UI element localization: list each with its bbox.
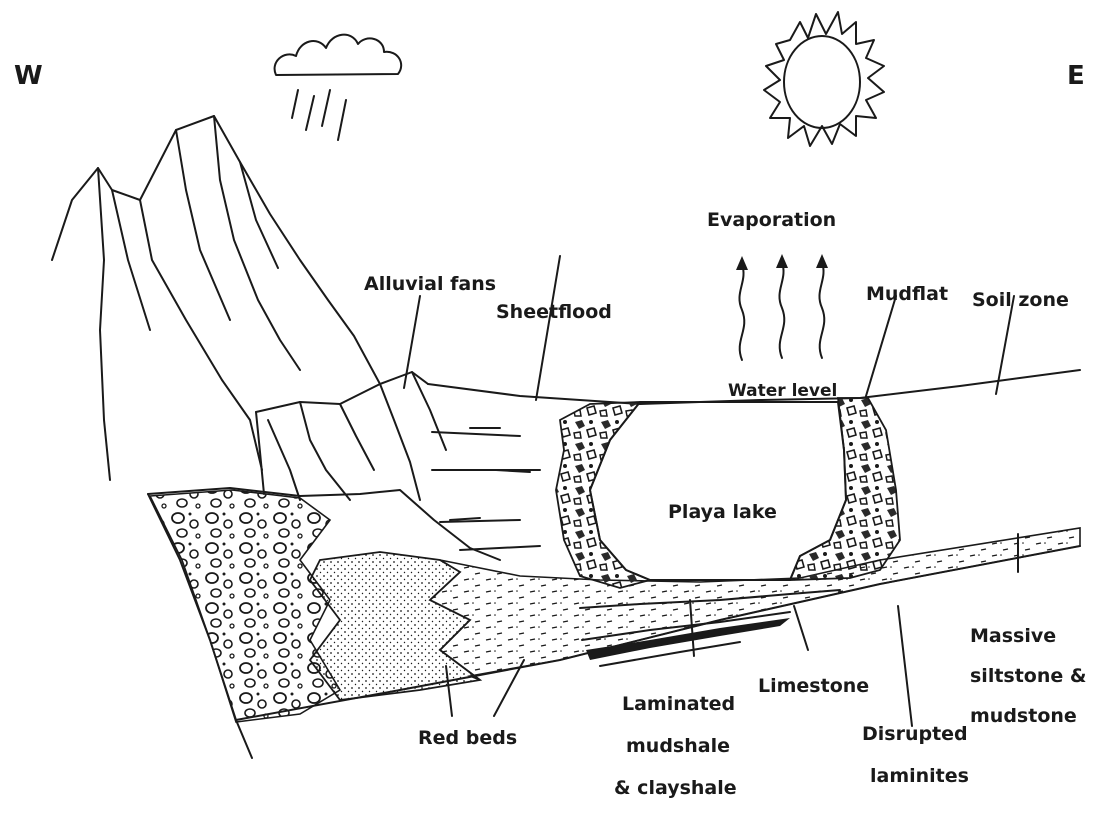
label-mudflat: Mudflat bbox=[866, 283, 948, 305]
label-limestone: Limestone bbox=[758, 675, 869, 697]
conglomerate-zone bbox=[150, 490, 340, 722]
alluvial-fans bbox=[256, 372, 446, 500]
lake-margin-west bbox=[556, 402, 650, 588]
label-massive-3: mudstone bbox=[970, 705, 1077, 727]
label-playa-lake: Playa lake bbox=[668, 501, 777, 523]
label-disrupted-2: laminites bbox=[870, 765, 969, 787]
evaporation-arrows-icon bbox=[736, 254, 828, 360]
label-evaporation: Evaporation bbox=[707, 209, 836, 231]
sun-icon bbox=[764, 12, 884, 146]
rain-cloud-icon bbox=[275, 35, 402, 140]
label-red-beds: Red beds bbox=[418, 727, 517, 749]
label-massive-2: siltstone & bbox=[970, 665, 1086, 687]
label-alluvial-fans: Alluvial fans bbox=[364, 273, 496, 295]
siltstone-mudstone-zone bbox=[430, 528, 1080, 680]
label-soil-zone: Soil zone bbox=[972, 289, 1069, 311]
west-label: W bbox=[14, 61, 43, 91]
east-label: E bbox=[1067, 61, 1085, 91]
label-laminated-1: Laminated bbox=[622, 693, 735, 715]
label-massive-1: Massive bbox=[970, 625, 1056, 647]
label-disrupted-1: Disrupted bbox=[862, 723, 968, 745]
label-water-level: Water level bbox=[728, 381, 837, 401]
red-beds-zone bbox=[310, 552, 480, 700]
label-laminated-2: mudshale bbox=[626, 735, 730, 757]
mountains bbox=[52, 116, 380, 480]
label-sheetflood: Sheetflood bbox=[496, 301, 612, 323]
label-laminated-3: & clayshale bbox=[614, 777, 737, 799]
